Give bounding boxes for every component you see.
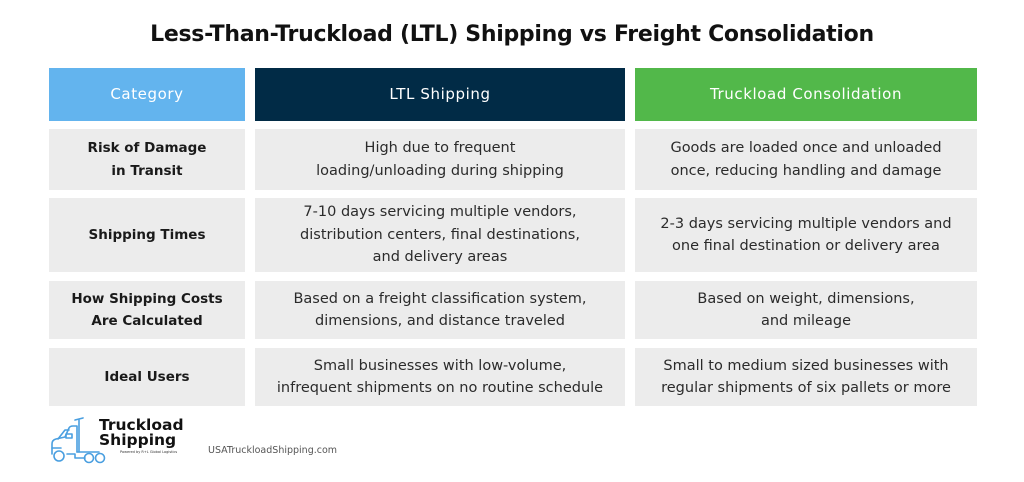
category-label: How Shipping Costs Are Calculated [71, 290, 223, 330]
table-cell-consolidation: Goods are loaded once and unloaded once,… [635, 129, 977, 190]
table-cell-consolidation: Small to medium sized businesses with re… [635, 348, 977, 406]
header-truckload-consolidation: Truckload Consolidation [635, 68, 977, 121]
consolidation-value: Small to medium sized businesses with re… [661, 357, 951, 397]
ltl-value: Small businesses with low-volume, infreq… [276, 357, 604, 397]
table-row-category: Risk of Damage in Transit [49, 129, 245, 190]
header-category: Category [49, 68, 245, 121]
ltl-value: 7-10 days servicing multiple vendors, di… [300, 204, 580, 266]
consolidation-value: Based on weight, dimensions, and mileage [697, 290, 915, 330]
category-label: Ideal Users [104, 368, 190, 385]
page-title: Less-Than-Truckload (LTL) Shipping vs Fr… [150, 22, 874, 47]
logo-wordmark: Truckload Shipping [99, 416, 184, 449]
table-cell-consolidation: Based on weight, dimensions, and mileage [635, 281, 977, 339]
table-row-category: Shipping Times [49, 198, 245, 272]
table-cell-ltl: Small businesses with low-volume, infreq… [255, 348, 625, 406]
consolidation-value: Goods are loaded once and unloaded once,… [670, 140, 942, 179]
header-ltl-shipping: LTL Shipping [255, 68, 625, 121]
table-cell-consolidation: 2-3 days servicing multiple vendors and … [635, 198, 977, 272]
brand-logo: Truckload Shipping Powered by R+L Global… [49, 416, 189, 464]
table-cell-ltl: 7-10 days servicing multiple vendors, di… [255, 198, 625, 272]
website-url: USATruckloadShipping.com [208, 445, 338, 456]
header-category-label: Category [110, 85, 184, 104]
category-label: Shipping Times [88, 226, 206, 243]
table-cell-ltl: High due to frequent loading/unloading d… [255, 129, 625, 190]
table-row-category: How Shipping Costs Are Calculated [49, 281, 245, 339]
logo-line-2: Shipping [99, 431, 177, 449]
consolidation-value: 2-3 days servicing multiple vendors and … [660, 215, 952, 255]
logo-tagline: Powered by R+L Global Logistics [120, 450, 178, 454]
logo-line-1: Truckload [99, 416, 184, 434]
truck-icon [51, 417, 106, 464]
header-consolidation-label: Truckload Consolidation [709, 85, 903, 104]
table-cell-ltl: Based on a freight classification system… [255, 281, 625, 339]
table-row-category: Ideal Users [49, 348, 245, 406]
ltl-value: Based on a freight classification system… [293, 290, 587, 330]
header-ltl-label: LTL Shipping [389, 85, 491, 104]
category-label: Risk of Damage in Transit [87, 140, 207, 179]
ltl-value: High due to frequent loading/unloading d… [316, 140, 564, 179]
